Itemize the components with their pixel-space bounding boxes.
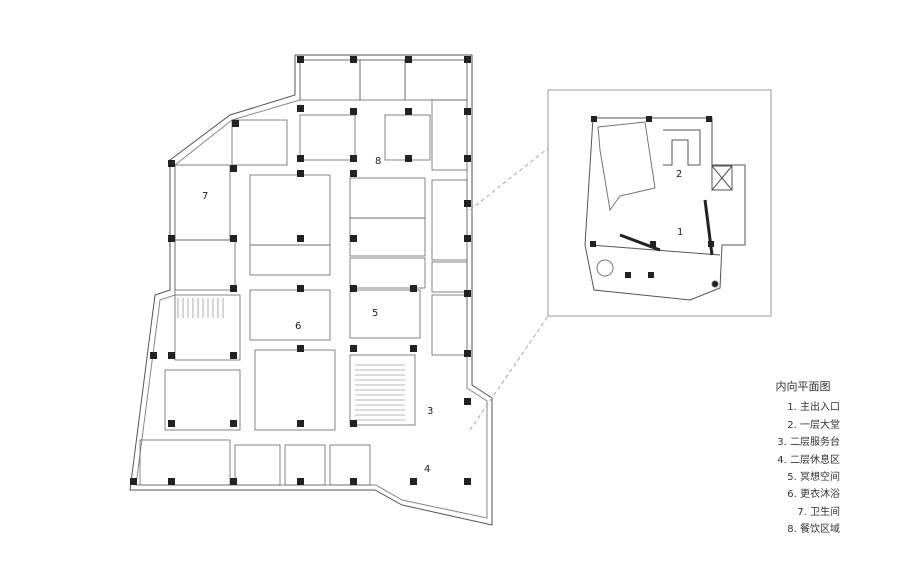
legend-item: 8. 餐饮区域 bbox=[787, 524, 840, 536]
column bbox=[168, 235, 175, 242]
column bbox=[297, 155, 304, 162]
room bbox=[349, 177, 426, 219]
column bbox=[405, 56, 412, 63]
room bbox=[174, 164, 231, 241]
column bbox=[230, 478, 237, 485]
room bbox=[359, 59, 406, 101]
legend-item: 4. 二层休息区 bbox=[777, 454, 840, 466]
column bbox=[297, 235, 304, 242]
column bbox=[350, 345, 357, 352]
plan-label-1: 1 bbox=[677, 227, 683, 238]
plan-label-5: 5 bbox=[372, 308, 378, 319]
room bbox=[299, 114, 356, 161]
column bbox=[410, 285, 417, 292]
legend: 内向平面图 1. 主出入口 2. 一层大堂 3. 二层服务台 4. 二层休息区 … bbox=[760, 378, 841, 539]
column bbox=[232, 120, 239, 127]
building-outline bbox=[129, 54, 493, 526]
column bbox=[464, 478, 471, 485]
column bbox=[464, 200, 471, 207]
room bbox=[349, 354, 416, 426]
column bbox=[230, 235, 237, 242]
legend-item: 7. 卫生间 bbox=[797, 506, 840, 518]
legend-item: 3. 二层服务台 bbox=[777, 437, 840, 449]
column bbox=[297, 170, 304, 177]
legend-title: 内向平面图 bbox=[775, 380, 831, 393]
column bbox=[405, 155, 412, 162]
room bbox=[249, 174, 331, 246]
column bbox=[405, 108, 412, 115]
column bbox=[464, 350, 471, 357]
column bbox=[150, 352, 157, 359]
column bbox=[350, 420, 357, 427]
plan-label-6: 6 bbox=[295, 321, 301, 332]
column bbox=[464, 398, 471, 405]
room bbox=[249, 289, 331, 341]
column bbox=[350, 56, 357, 63]
room bbox=[431, 294, 468, 356]
column bbox=[350, 478, 357, 485]
column bbox=[297, 345, 304, 352]
column bbox=[168, 352, 175, 359]
room bbox=[234, 444, 281, 486]
column bbox=[410, 345, 417, 352]
room bbox=[299, 59, 361, 101]
room bbox=[349, 217, 426, 257]
column bbox=[350, 155, 357, 162]
legend-item: 5. 冥想空间 bbox=[787, 472, 840, 484]
room bbox=[431, 261, 468, 293]
plan-label-7: 7 bbox=[202, 191, 208, 202]
inset-frame bbox=[547, 89, 772, 317]
column bbox=[168, 420, 175, 427]
room bbox=[349, 289, 421, 339]
column bbox=[297, 478, 304, 485]
column bbox=[230, 352, 237, 359]
room bbox=[249, 244, 331, 276]
column bbox=[297, 56, 304, 63]
column bbox=[464, 56, 471, 63]
room bbox=[174, 239, 236, 291]
room bbox=[174, 294, 241, 361]
room bbox=[254, 349, 336, 431]
column bbox=[130, 478, 137, 485]
column bbox=[464, 290, 471, 297]
column bbox=[464, 235, 471, 242]
room bbox=[384, 114, 431, 161]
column bbox=[350, 108, 357, 115]
column bbox=[168, 160, 175, 167]
column bbox=[230, 420, 237, 427]
column bbox=[464, 108, 471, 115]
column bbox=[297, 285, 304, 292]
column bbox=[230, 165, 237, 172]
column bbox=[350, 285, 357, 292]
column bbox=[410, 478, 417, 485]
room bbox=[349, 257, 426, 289]
column bbox=[350, 235, 357, 242]
column bbox=[350, 170, 357, 177]
legend-item: 6. 更衣沐浴 bbox=[787, 489, 840, 501]
plan-label-8: 8 bbox=[375, 156, 381, 167]
plan-label-3: 3 bbox=[427, 406, 433, 417]
column bbox=[230, 285, 237, 292]
legend-item: 2. 一层大堂 bbox=[787, 419, 840, 431]
room bbox=[139, 439, 231, 486]
plan-label-4: 4 bbox=[424, 464, 430, 475]
column bbox=[168, 478, 175, 485]
column bbox=[297, 420, 304, 427]
room bbox=[431, 99, 468, 171]
plan-label-2: 2 bbox=[676, 169, 682, 180]
room bbox=[404, 59, 468, 101]
column bbox=[297, 105, 304, 112]
building-outline-inner bbox=[135, 59, 488, 519]
room bbox=[164, 369, 241, 431]
legend-item: 1. 主出入口 bbox=[787, 402, 840, 414]
room bbox=[231, 119, 288, 166]
room bbox=[284, 444, 326, 486]
room bbox=[431, 179, 468, 261]
column bbox=[464, 155, 471, 162]
